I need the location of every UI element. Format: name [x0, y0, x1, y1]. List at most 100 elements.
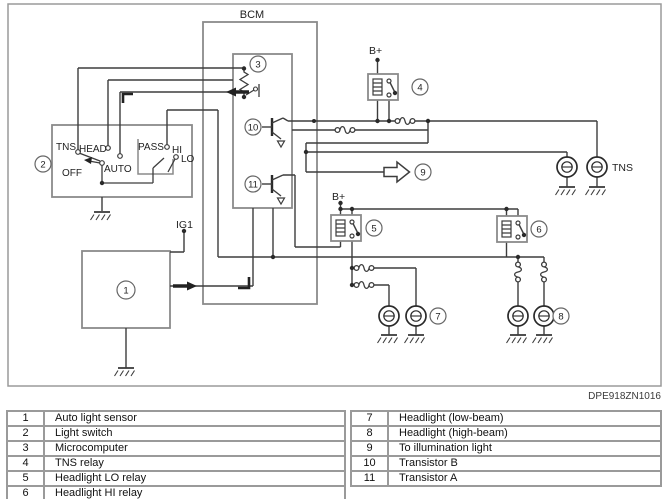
ground-high-right: [531, 334, 554, 344]
ref-label-6: 6: [536, 225, 541, 236]
ref-label-11: 11: [248, 180, 258, 191]
fuse-tns-2: [334, 125, 356, 135]
ground-light-switch: [89, 211, 112, 221]
fuse-low-beam-2: [353, 280, 375, 290]
tns-lamps-label: TNS: [612, 162, 633, 174]
wiring-diagram-canvas: BCM B+ B+ IG1 TNS TNS HEAD PASS HI LO OF…: [7, 3, 662, 402]
legend-num: 10: [350, 455, 389, 472]
legend-row: 3 Microcomputer: [6, 440, 346, 457]
illumination-arrow-icon: [383, 160, 411, 184]
legend-row: 2 Light switch: [6, 425, 346, 442]
ground-high-left: [505, 334, 528, 344]
switch-tns-label: TNS: [56, 142, 76, 153]
legend-num: 5: [6, 470, 45, 487]
ig1-label: IG1: [176, 219, 193, 231]
legend-row: 11 Transistor A: [350, 470, 662, 487]
switch-pass-label: PASS: [138, 142, 164, 153]
ref-label-1: 1: [123, 286, 128, 297]
b-plus-lo-label: B+: [332, 191, 345, 203]
tns-relay: [367, 73, 399, 101]
switch-head-label: HEAD: [79, 144, 107, 155]
legend-row: 4 TNS relay: [6, 455, 346, 472]
ground-low-right: [403, 334, 426, 344]
legend-num: 7: [350, 410, 389, 427]
high-beam-lamp-left: [507, 305, 529, 327]
light-switch-contact-dots: [75, 144, 179, 166]
legend-table-right: 7 Headlight (low-beam) 8 Headlight (high…: [350, 410, 662, 487]
ref-label-5: 5: [371, 224, 376, 235]
legend-label: Transistor B: [387, 455, 662, 472]
off-pointer-arrowhead: [84, 157, 92, 164]
pass-switch-subbox: [137, 139, 174, 175]
legend-num: 11: [350, 470, 389, 487]
legend-row: 6 Headlight HI relay: [6, 485, 346, 499]
ref-label-10: 10: [248, 123, 259, 134]
diagram-border: [7, 3, 662, 387]
junction-dots: [99, 57, 521, 288]
legend-row: 5 Headlight LO relay: [6, 470, 346, 487]
transistor-b-symbol: [260, 116, 286, 149]
bcm-label: BCM: [240, 9, 264, 21]
switch-auto-label: AUTO: [104, 164, 132, 175]
fuse-tns-1: [394, 116, 416, 126]
legend-label: Headlight (low-beam): [387, 410, 662, 427]
high-beam-lamp-right: [533, 305, 555, 327]
legend-label: Headlight LO relay: [43, 470, 346, 487]
legend-num: 3: [6, 440, 45, 457]
legend-label: Headlight (high-beam): [387, 425, 662, 442]
diagram-code: DPE918ZN1016: [588, 391, 661, 402]
legend-label: Transistor A: [387, 470, 662, 487]
legend-label: Auto light sensor: [43, 410, 346, 427]
transistor-a-symbol: [260, 173, 286, 206]
headlight-hi-relay: [496, 215, 528, 243]
corner-marker-bottom: [238, 277, 251, 290]
legend-row: 1 Auto light sensor: [6, 410, 346, 427]
bcm-box: [202, 21, 318, 305]
legend-label: Microcomputer: [43, 440, 346, 457]
legend-row: 7 Headlight (low-beam): [350, 410, 662, 427]
wires: [77, 60, 598, 368]
tns-lamp-left: [556, 156, 578, 178]
legend-num: 1: [6, 410, 45, 427]
resistor-switch-contact: [252, 86, 259, 92]
microcomputer-box: [232, 53, 293, 209]
resistor-switch: [245, 84, 260, 97]
switch-off-label: OFF: [62, 168, 82, 179]
legend-label: Light switch: [43, 425, 346, 442]
corner-marker-top: [121, 92, 133, 103]
ground-tns-right: [584, 186, 607, 196]
legend-table-left: 1 Auto light sensor 2 Light switch 3 Mic…: [6, 410, 346, 499]
ref-label-2: 2: [40, 160, 45, 171]
tns-lamp-right: [586, 156, 608, 178]
legend-row: 9 To illumination light: [350, 440, 662, 457]
ground-tns-left: [554, 186, 577, 196]
ground-sensor: [113, 367, 136, 377]
legend-row: 10 Transistor B: [350, 455, 662, 472]
legend-num: 6: [6, 485, 45, 499]
low-beam-lamp-right: [405, 305, 427, 327]
ref-labels: 1 2 3 4 5 6 7 8 9 10 11: [34, 55, 570, 325]
headlight-lo-relay: [330, 214, 362, 242]
fuse-high-beam-2: [539, 261, 549, 283]
switch-hi-label: HI: [172, 145, 182, 156]
fuse-low-beam-1: [353, 263, 375, 273]
legend-num: 2: [6, 425, 45, 442]
switch-lo-label: LO: [181, 154, 195, 165]
light-switch-box: [51, 124, 193, 198]
legend-num: 9: [350, 440, 389, 457]
light-switch-contacts-wiring: [78, 152, 176, 184]
b-plus-tns-label: B+: [369, 45, 382, 57]
legend-label: To illumination light: [387, 440, 662, 457]
ref-label-7: 7: [435, 312, 440, 323]
ground-low-left: [376, 334, 399, 344]
ref-label-3: 3: [255, 60, 260, 71]
ref-label-9: 9: [420, 168, 425, 179]
fuse-high-beam-1: [513, 261, 523, 283]
legend-row: 8 Headlight (high-beam): [350, 425, 662, 442]
flow-arrow-left-icon: [226, 87, 236, 97]
legend-num: 8: [350, 425, 389, 442]
legend-label: Headlight HI relay: [43, 485, 346, 499]
legend-label: TNS relay: [43, 455, 346, 472]
legend-num: 4: [6, 455, 45, 472]
